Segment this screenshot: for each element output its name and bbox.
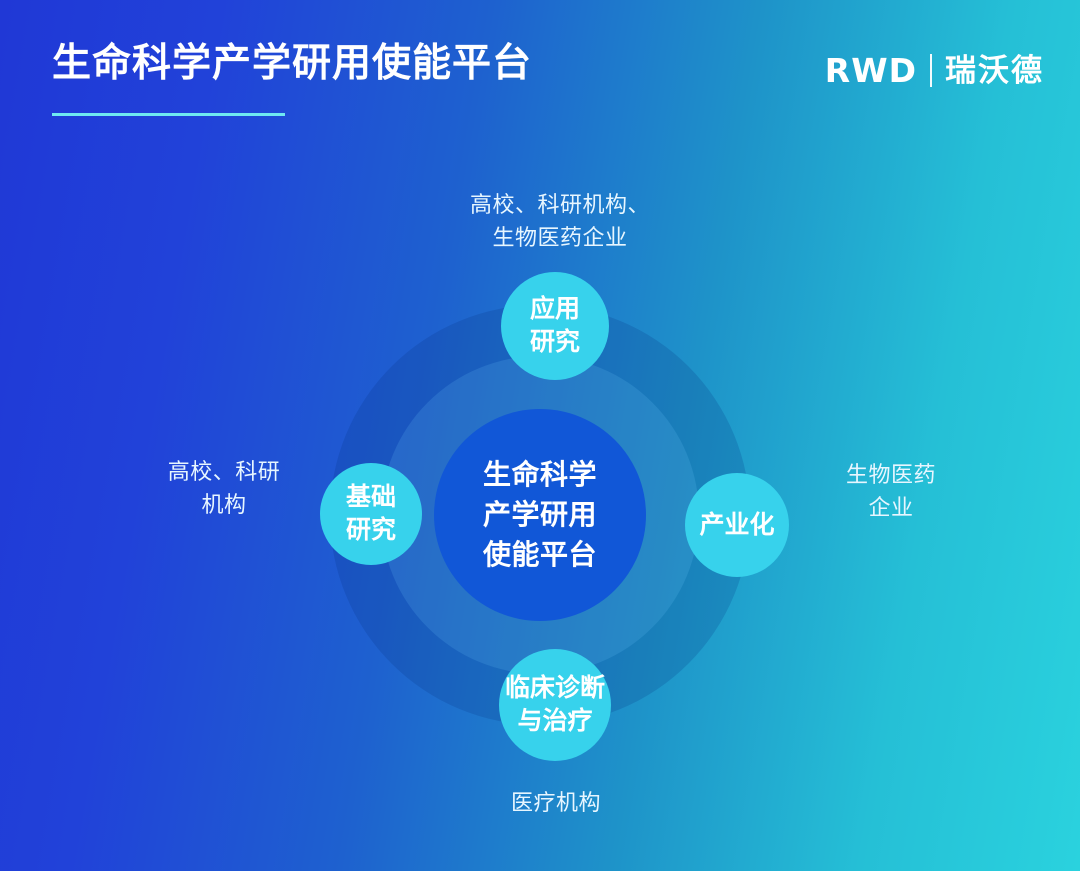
caption-bottom: 医疗机构 — [510, 790, 601, 815]
brand-logo: RWD 瑞沃德 — [825, 48, 1044, 92]
caption-right: 生物医药 企业 — [845, 462, 936, 520]
logo-chinese-name: 瑞沃德 — [945, 52, 1044, 88]
node-industrialization: 产业化 — [685, 473, 789, 577]
logo-divider — [930, 53, 932, 87]
title-underline-rule — [52, 113, 285, 116]
center-core-label: 生命科学 产学研用 使能平台 — [482, 459, 597, 570]
node-applied-research: 应用 研究 — [501, 272, 609, 380]
slide-header: 生命科学产学研用使能平台 RWD 瑞沃德 — [0, 0, 1080, 140]
caption-top: 高校、科研机构、 生物医药企业 — [469, 192, 650, 250]
caption-left: 高校、科研 机构 — [167, 459, 281, 517]
node-clinical-diagnosis-treatment: 临床诊断 与治疗 — [499, 649, 611, 761]
page-title: 生命科学产学研用使能平台 — [52, 42, 533, 85]
node-basic-research: 基础 研究 — [320, 463, 422, 565]
center-core-circle: 生命科学 产学研用 使能平台 — [434, 409, 646, 621]
logo-wordmark: RWD — [824, 50, 917, 90]
